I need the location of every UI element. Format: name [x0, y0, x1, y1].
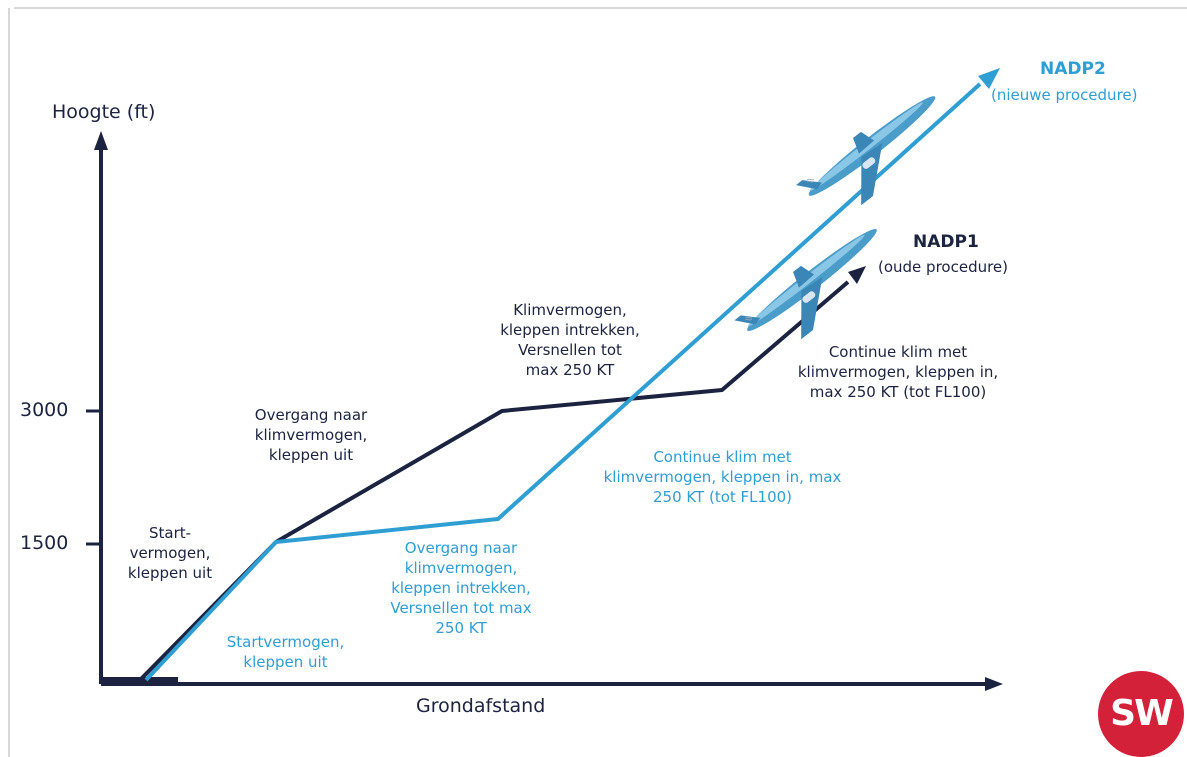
nadp1-title: NADP1 — [913, 232, 979, 252]
nadp1-climb-label: Continue klim met klimvermogen, kleppen … — [797, 343, 999, 401]
nadp1-arrowhead — [848, 266, 866, 284]
nadp2-start-label: Startvermogen, kleppen uit — [226, 633, 345, 671]
airplane-nadp1-icon — [734, 229, 877, 340]
airplane-nadp2-shadow-mark: ≈ — [806, 174, 815, 187]
sw-logo-text: SW — [1110, 693, 1174, 734]
nadp2-transition-label: Overgang naar klimvermogen, kleppen intr… — [390, 539, 532, 637]
x-axis-label: Grondafstand — [416, 695, 546, 717]
nadp1-subtitle: (oude procedure) — [878, 258, 1009, 276]
nadp2-arrowhead — [978, 68, 1000, 89]
nadp2-line — [144, 82, 982, 682]
nadp2-climb-label: Continue klim met klimvermogen, kleppen … — [603, 448, 842, 506]
airplane-nadp1-shadow-mark: ≈ — [744, 312, 753, 325]
nadp1-transition-label: Overgang naar klimvermogen, kleppen uit — [254, 406, 368, 464]
nadp1-start-label: Start- vermogen, kleppen uit — [127, 524, 213, 582]
tick-label-1500: 1500 — [20, 532, 69, 554]
nadp1-accelerate-label: Klimvermogen, kleppen intrekken, Versnel… — [500, 301, 640, 379]
nadp2-subtitle: (nieuwe procedure) — [991, 86, 1138, 104]
sw-logo: SW — [1098, 671, 1184, 757]
nadp2-title: NADP2 — [1040, 59, 1106, 79]
tick-label-3000: 3000 — [20, 399, 69, 421]
airplane-nadp2-icon — [795, 96, 936, 206]
y-axis-label: Hoogte (ft) — [52, 101, 156, 123]
y-axis-arrowhead — [94, 131, 108, 150]
x-axis-arrowhead — [985, 677, 1003, 691]
